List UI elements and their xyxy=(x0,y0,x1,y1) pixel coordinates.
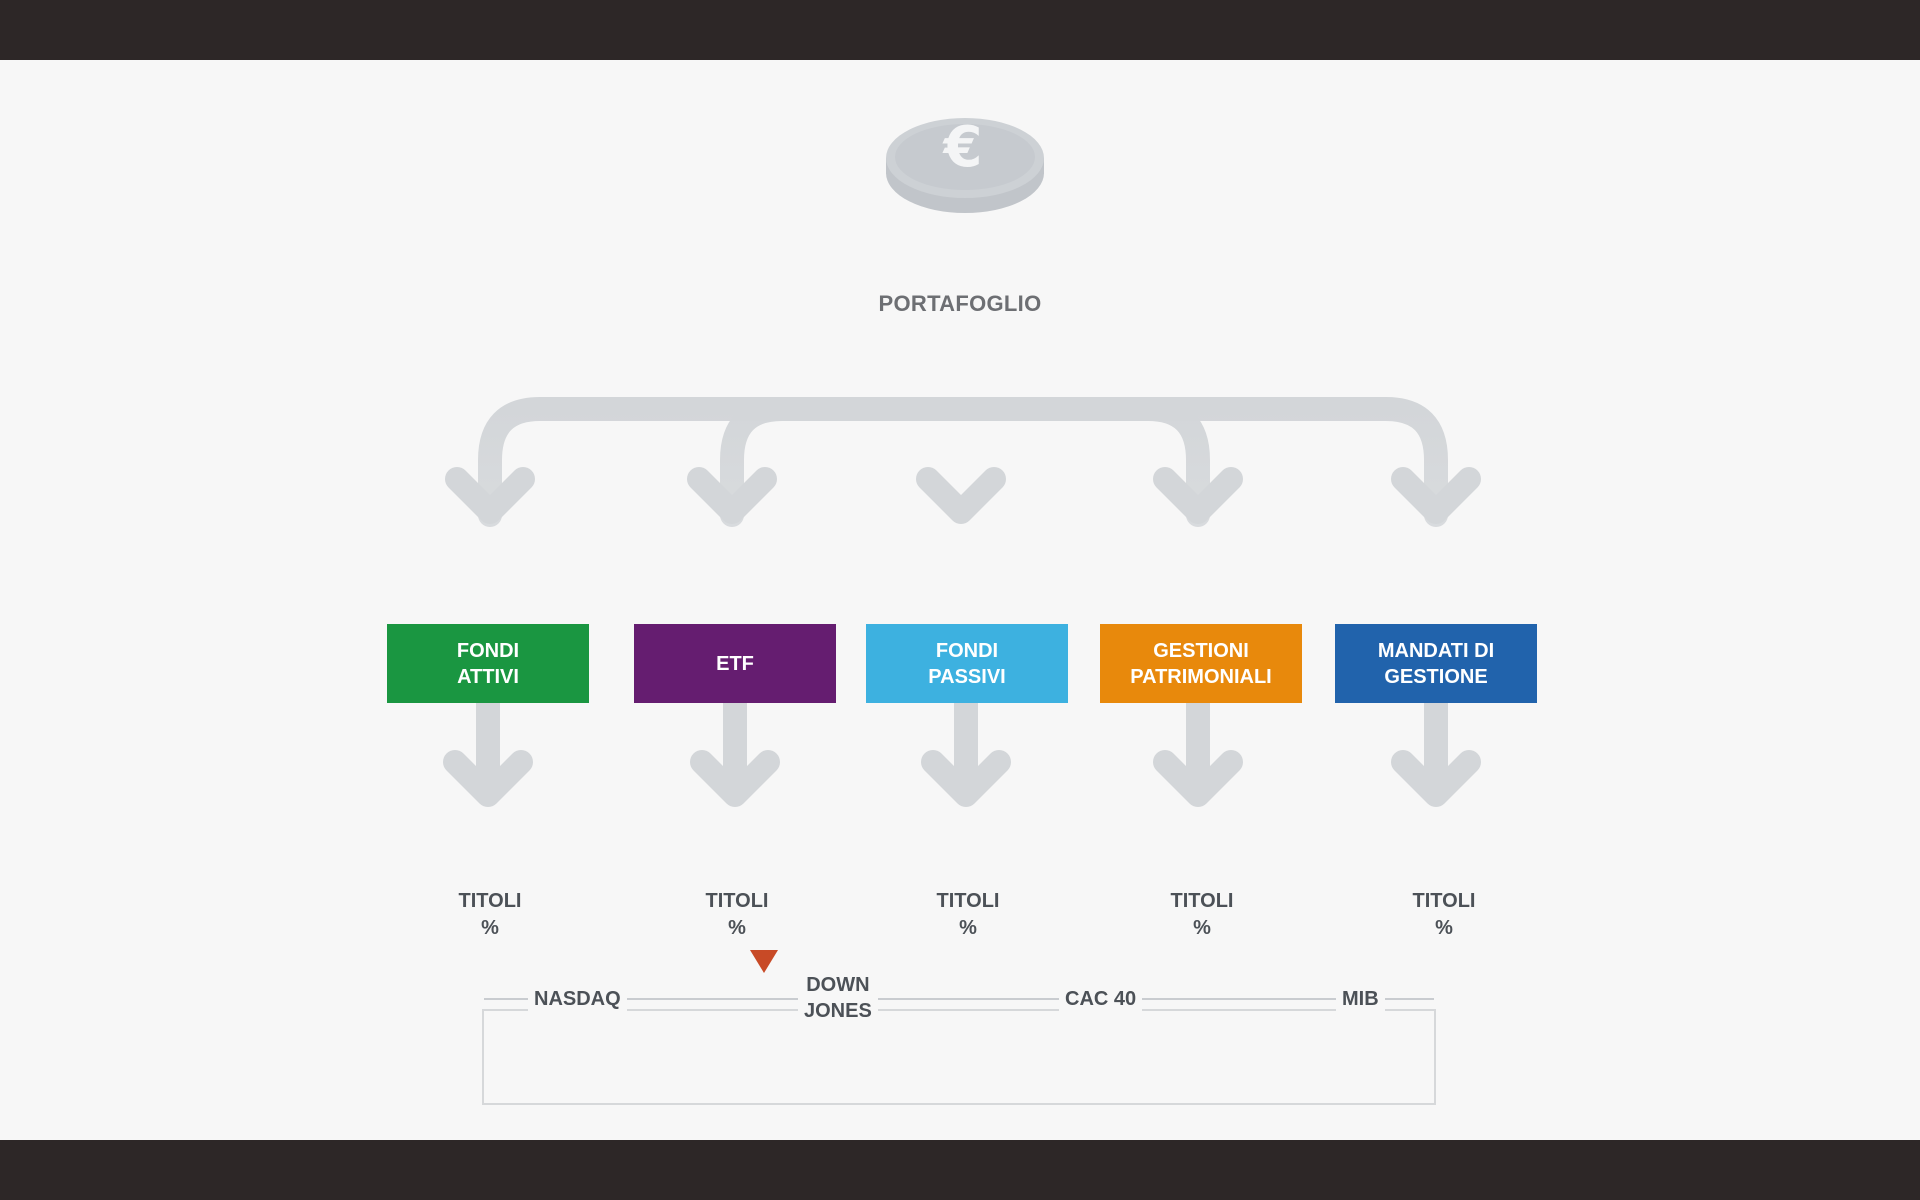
titoli-percent: % xyxy=(481,917,499,939)
titoli-text: TITOLI xyxy=(936,890,1000,912)
portfolio-label: PORTAFOGLIO xyxy=(878,291,1042,316)
fund-label: MANDATI DI GESTIONE xyxy=(1377,639,1495,688)
titoli-percent: % xyxy=(1435,917,1453,939)
diagram-canvas: € PORTAFOGLIO xyxy=(0,60,1920,1140)
fund-label: ETF xyxy=(716,652,754,675)
fund-label: FONDI PASSIVI xyxy=(928,639,1006,688)
titoli-text: TITOLI xyxy=(705,890,769,912)
fund-box-fondi-attivi: FONDI ATTIVI xyxy=(387,624,589,703)
titoli-label-3: TITOLI % xyxy=(898,888,1038,942)
fund-label: FONDI ATTIVI xyxy=(456,639,520,688)
fund-box-fondi-passivi: FONDI PASSIVI xyxy=(866,624,1068,703)
arrowhead-gestioni xyxy=(1153,467,1243,524)
titoli-percent: % xyxy=(1193,917,1211,939)
euro-coin-icon: € xyxy=(886,115,1044,213)
titoli-label-2: TITOLI % xyxy=(667,888,807,942)
bottom-letterbox-bar xyxy=(0,1140,1920,1200)
titoli-text: TITOLI xyxy=(458,890,522,912)
branch-lines xyxy=(478,286,1448,527)
fund-box-etf: ETF xyxy=(634,624,836,703)
top-letterbox-bar xyxy=(0,0,1920,60)
fund-label: GESTIONI PATRIMONIALI xyxy=(1130,639,1272,688)
titoli-label-5: TITOLI % xyxy=(1374,888,1514,942)
arrowhead-etf xyxy=(687,467,777,524)
index-mib: MIB xyxy=(1336,986,1385,1012)
index-nasdaq: NASDAQ xyxy=(528,986,627,1012)
branch-gestioni xyxy=(949,397,1210,527)
titoli-label-4: TITOLI % xyxy=(1132,888,1272,942)
arrowhead-fondi-attivi xyxy=(445,467,535,524)
branch-etf xyxy=(720,397,973,527)
index-frame xyxy=(482,1009,1436,1105)
index-cac-40: CAC 40 xyxy=(1059,986,1143,1012)
index-down-jones: DOWN JONES xyxy=(798,972,878,1024)
titoli-percent: % xyxy=(728,917,746,939)
index-marker xyxy=(750,950,778,973)
fund-box-gestioni-patrimoniali: GESTIONI PATRIMONIALI xyxy=(1100,624,1302,703)
titoli-label-1: TITOLI % xyxy=(420,888,560,942)
titoli-text: TITOLI xyxy=(1412,890,1476,912)
euro-symbol: € xyxy=(942,115,983,180)
fund-box-mandati-di-gestione: MANDATI DI GESTIONE xyxy=(1335,624,1537,703)
titoli-text: TITOLI xyxy=(1170,890,1234,912)
flow-arrows: € xyxy=(443,115,1481,1000)
branch-fondi-attivi xyxy=(478,397,973,527)
branch-mandati xyxy=(949,397,1448,527)
titoli-percent: % xyxy=(959,917,977,939)
arrowhead-mandati xyxy=(1391,467,1481,524)
arrowhead-fondi-passivi xyxy=(916,467,1006,524)
